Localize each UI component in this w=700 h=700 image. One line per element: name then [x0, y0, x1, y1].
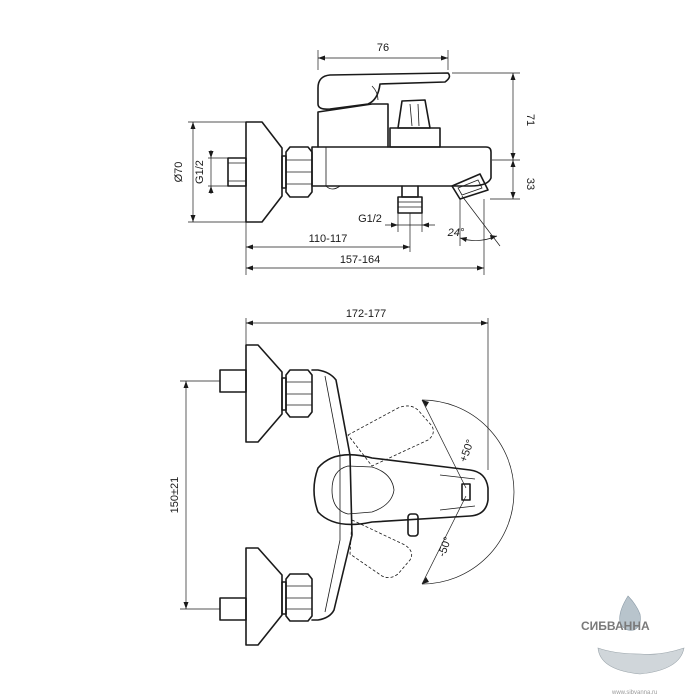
watermark-url: www.sibvanna.ru	[611, 690, 657, 696]
watermark-brand: СИБВАННА	[581, 619, 650, 633]
front-diverter-pin	[407, 513, 419, 537]
dim-height-upper: 71	[524, 114, 536, 126]
side-escutcheon	[245, 121, 283, 223]
dim-thread-bottom: G1/2	[358, 213, 382, 225]
dim-height-lower: 33	[524, 178, 536, 190]
front-lower-inlet	[219, 597, 247, 621]
front-upper-escutcheon	[245, 344, 283, 443]
front-upper-inlet	[219, 369, 247, 393]
bathtub-icon	[597, 647, 685, 675]
front-lever-ghost-up	[347, 405, 434, 467]
side-lever	[317, 72, 451, 110]
front-rotation-arc	[421, 399, 515, 585]
side-diverter-base	[389, 127, 441, 148]
dim-thread-left: G1/2	[194, 160, 206, 184]
dim-depth-inner: 110-117	[309, 233, 348, 245]
side-spout-aerator	[451, 173, 489, 200]
dim-plan-width: 172-177	[346, 308, 386, 320]
watermark: СИБВАННА www.sibvanna.ru	[581, 595, 685, 696]
dim-angle-spout: 24°	[447, 227, 465, 239]
side-nut-collar	[281, 155, 287, 189]
side-inlet-pipe	[227, 157, 247, 187]
dim-depth-outer: 157-164	[340, 254, 380, 266]
front-view: +50° -50° 172-177 150±21	[169, 308, 515, 646]
dim-angle-minus: -50°	[436, 535, 454, 558]
side-cartridge	[317, 103, 389, 148]
front-lower-nut	[285, 573, 313, 622]
front-lower-escutcheon	[245, 547, 283, 646]
side-view: 76 71 33 Ø70 G1/2 G1/2	[173, 42, 536, 275]
front-lever	[313, 453, 489, 526]
dim-top-width: 76	[377, 42, 389, 54]
dim-diameter: Ø70	[173, 162, 185, 183]
front-upper-nut	[285, 369, 313, 418]
front-body	[311, 369, 353, 621]
dim-angle-plus: +50°	[458, 438, 477, 464]
side-body	[311, 146, 492, 187]
side-diverter-knob	[397, 99, 431, 129]
water-drop-icon	[619, 595, 641, 631]
front-lever-ghost-down	[349, 519, 413, 578]
dim-centers: 150±21	[169, 477, 181, 514]
side-shower-outlet	[401, 185, 419, 198]
